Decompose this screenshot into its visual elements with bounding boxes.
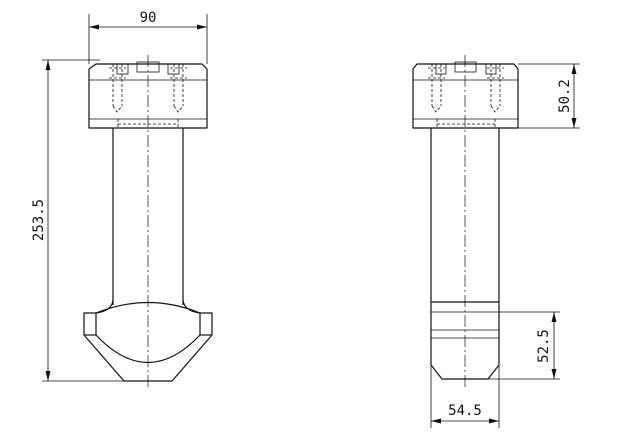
side-view xyxy=(412,55,519,387)
front-hidden-bolt-left xyxy=(109,64,126,113)
dimension-head-width: 90 xyxy=(88,10,208,64)
dimension-overall-height: 253.5 xyxy=(31,59,124,382)
front-view xyxy=(83,55,213,387)
front-hidden-bolt-right xyxy=(170,64,187,113)
side-head-outline xyxy=(412,63,519,129)
overall-height-label: 253.5 xyxy=(31,199,47,241)
head-width-label: 90 xyxy=(140,10,157,26)
dimension-shaft-width: 54.5 xyxy=(430,366,500,428)
side-hidden-bore xyxy=(436,119,496,128)
front-head-outline xyxy=(88,63,208,129)
side-hidden-bolt-right xyxy=(487,64,504,113)
shaft-width-label: 54.5 xyxy=(448,403,482,419)
front-foot-outline xyxy=(83,301,213,382)
front-slot xyxy=(116,63,129,75)
dimension-head-height: 50.2 xyxy=(518,63,580,129)
side-hidden-bolt-left xyxy=(428,64,445,113)
side-slot xyxy=(454,61,477,73)
head-height-label: 50.2 xyxy=(557,79,573,113)
foot-height-label: 52.5 xyxy=(536,329,552,363)
dimension-foot-height: 52.5 xyxy=(488,311,560,380)
front-slot xyxy=(167,63,180,75)
